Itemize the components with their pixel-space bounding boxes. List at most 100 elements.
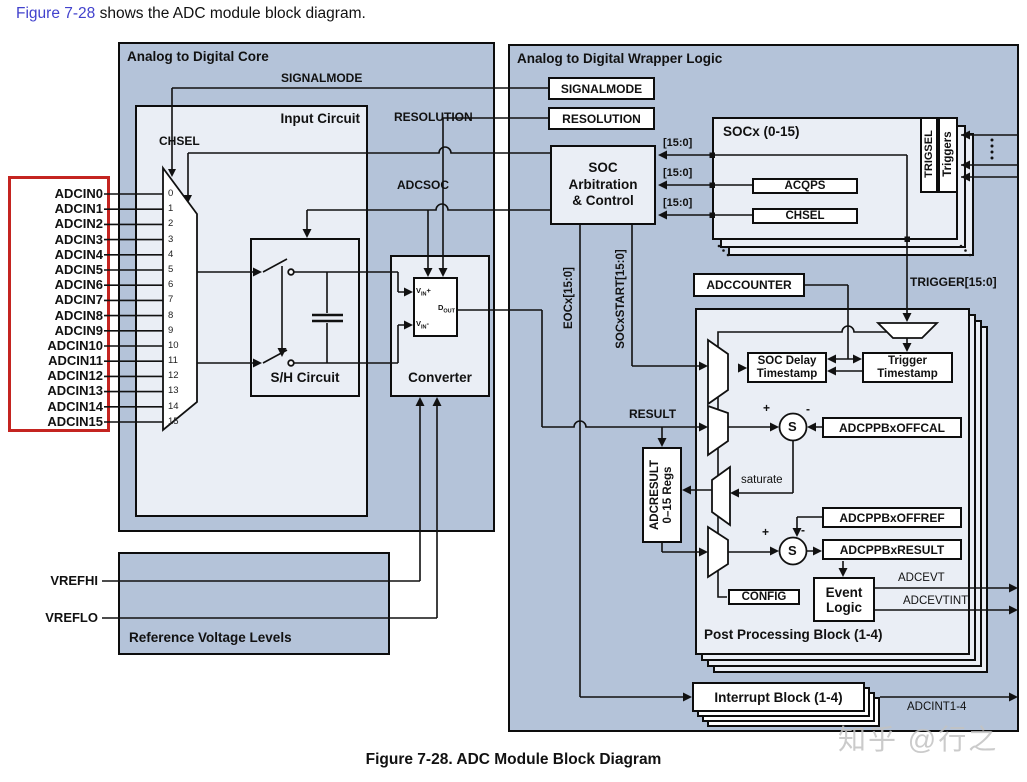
adcin-label: ADCIN0 xyxy=(54,186,103,201)
adcin-label: ADCIN1 xyxy=(54,201,103,217)
sh-circuit-title: S/H Circuit xyxy=(270,370,340,385)
adcin-label: ADCIN13 xyxy=(47,383,103,399)
adcin-label: ADCIN9 xyxy=(54,322,103,338)
soc-arb-line: SOC xyxy=(588,160,618,176)
bus15-label-1: [15:0] xyxy=(663,137,693,149)
bus15-label-3: [15:0] xyxy=(663,197,693,209)
vin-minus-label: VIN- xyxy=(416,319,430,331)
soc-delay-line: Timestamp xyxy=(756,367,818,380)
vin-plus-label: VIN+ xyxy=(416,286,431,298)
mux-pin-number: 6 xyxy=(168,279,174,291)
mux-pin-number: 13 xyxy=(168,385,179,397)
mux-pin-number: 2 xyxy=(168,218,174,230)
input-circuit-title: Input Circuit xyxy=(280,111,361,126)
adcin-label: ADCIN15 xyxy=(47,413,103,429)
interrupt-block-box: Interrupt Block (1-4) xyxy=(692,682,865,712)
vreflo-label: VREFLO xyxy=(45,610,98,625)
adcin-label: ADCIN6 xyxy=(54,277,103,293)
trigger-bus-label: TRIGGER[15:0] xyxy=(910,275,997,289)
soc-delay-line: SOC Delay xyxy=(757,354,817,367)
config-box: CONFIG xyxy=(728,589,800,605)
figure-link[interactable]: Figure 7-28 xyxy=(16,5,96,22)
watermark: 知乎 @行之 xyxy=(838,724,999,755)
mux-pin-number: 1 xyxy=(168,203,174,215)
adcint-label: ADCINT1-4 xyxy=(907,701,967,713)
signalmode-register: SIGNALMODE xyxy=(548,77,655,100)
triggers-label: Triggers xyxy=(942,131,954,177)
adcevt-label: ADCEVT xyxy=(898,572,945,584)
adcin-label: ADCIN2 xyxy=(54,216,103,232)
mux-pin-number: 4 xyxy=(168,248,174,260)
core-panel-title: Analog to Digital Core xyxy=(127,49,269,64)
adcevtint-label: ADCEVTINT xyxy=(903,595,969,607)
saturate-label: saturate xyxy=(741,474,783,486)
trigsel-label: TRIGSEL xyxy=(923,130,935,178)
sh-circuit-box xyxy=(250,238,360,397)
adcin-label: ADCIN8 xyxy=(54,307,103,323)
mux-pin-number: 12 xyxy=(168,370,179,382)
mux-pin-number: 5 xyxy=(168,263,174,275)
eocx-wire-label: EOCx[15:0] xyxy=(563,267,575,329)
soc-arb-line: Arbitration xyxy=(568,176,638,192)
soc-arb-line: & Control xyxy=(572,193,634,209)
adcin-label: ADCIN11 xyxy=(48,353,103,369)
mux-pin-number: 7 xyxy=(168,294,174,306)
adcppbxoffref-register: ADCPPBxOFFREF xyxy=(822,507,962,528)
adcresult-line: 0–15 Regs xyxy=(662,466,674,524)
adcin-label: ADCIN12 xyxy=(47,368,103,384)
bus15-label-2: [15:0] xyxy=(663,167,693,179)
subtractor-2-plus: + xyxy=(762,525,770,539)
chsel-register: CHSEL xyxy=(752,208,858,224)
signalmode-wire-label: SIGNALMODE xyxy=(281,71,363,85)
result-wire-label: RESULT xyxy=(629,407,677,421)
vrefhi-label: VREFHI xyxy=(50,573,98,588)
resolution-wire-label: RESOLUTION xyxy=(394,110,473,124)
dout-label: DOUT xyxy=(437,303,455,315)
ppb-title: Post Processing Block (1-4) xyxy=(704,627,883,642)
mux-pin-number: 0 xyxy=(168,188,174,199)
adcin-label: ADCIN7 xyxy=(54,292,103,308)
trigsel-box xyxy=(920,117,938,193)
adcin-label: ADCIN4 xyxy=(54,246,103,262)
mux-pin-number: 14 xyxy=(168,400,179,412)
mux-pin-number: 11 xyxy=(168,355,178,367)
wrapper-panel-title: Analog to Digital Wrapper Logic xyxy=(517,51,723,66)
mux-pin-number: 8 xyxy=(168,309,174,321)
socxstart-wire-label: SOCxSTART[15:0] xyxy=(615,249,627,349)
event-logic-line: Event xyxy=(825,584,863,600)
subtractor-1-plus: + xyxy=(763,401,771,415)
chsel-wire-label: CHSEL xyxy=(159,134,200,148)
trigger-ts-line: Timestamp xyxy=(877,367,938,380)
mux-pin-number: 3 xyxy=(168,233,174,245)
acqps-register: ACQPS xyxy=(752,178,858,194)
adcsoc-wire-label: ADCSOC xyxy=(397,178,450,192)
triggers-box xyxy=(938,117,958,193)
adcppbxresult-register: ADCPPBxRESULT xyxy=(822,539,962,560)
adcresult-line: ADCRESULT xyxy=(649,459,661,531)
mux-pin-number: 10 xyxy=(168,339,179,351)
mux-pin-number: 9 xyxy=(168,324,174,336)
subtractor-2-letter: S xyxy=(788,543,797,558)
intro-sentence: Figure 7-28 shows the ADC module block d… xyxy=(16,5,366,23)
subtractor-2-minus: - xyxy=(801,523,805,537)
figure-caption: Figure 7-28. ADC Module Block Diagram xyxy=(365,751,662,768)
adcin-label: ADCIN10 xyxy=(47,337,103,353)
subtractor-1-minus: - xyxy=(806,402,810,416)
adcin-label: ADCIN14 xyxy=(47,398,103,414)
adcppbxoffcal-register: ADCPPBxOFFCAL xyxy=(822,417,962,438)
reference-voltage-title: Reference Voltage Levels xyxy=(129,630,292,645)
subtractor-1-letter: S xyxy=(788,419,797,434)
adcin-label: ADCIN3 xyxy=(54,231,103,247)
adcin-label: ADCIN5 xyxy=(54,261,103,277)
socx-title: SOCx (0-15) xyxy=(723,124,800,139)
intro-rest: shows the ADC module block diagram. xyxy=(95,5,366,22)
adcin-highlight-red-box xyxy=(8,176,110,432)
converter-title: Converter xyxy=(408,370,472,385)
